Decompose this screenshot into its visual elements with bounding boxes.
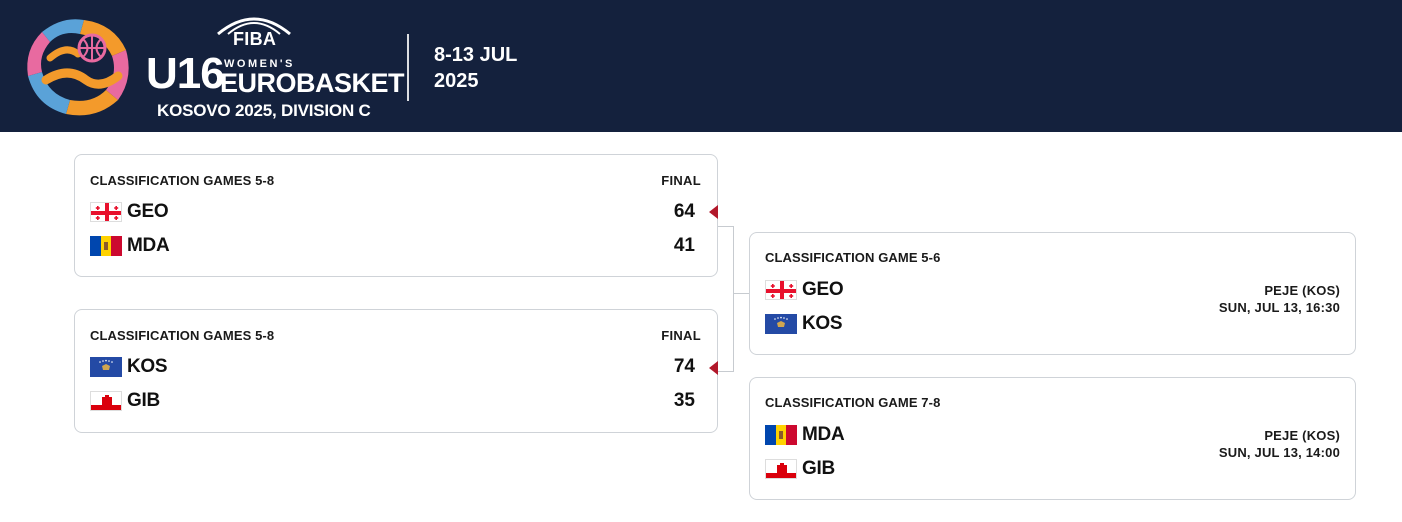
womens-label: WOMEN'S (224, 58, 295, 70)
tournament-logo-icon (27, 19, 129, 116)
team-score: 64 (673, 201, 695, 222)
bracket-connector (733, 293, 749, 294)
gibraltar-flag-icon (90, 391, 122, 411)
event-dates: 8-13 JUL 2025 (434, 42, 517, 94)
game-card[interactable]: CLASSIFICATION GAMES 5-8 FINAL GEO 64 MD… (74, 154, 718, 277)
game-status: FINAL (661, 328, 701, 343)
kosovo-flag-icon (90, 357, 122, 377)
team-score: 35 (673, 390, 695, 411)
team-code: GIB (127, 390, 160, 411)
event-subtitle: KOSOVO 2025, DIVISION C (157, 101, 371, 120)
team-row[interactable]: GEO (90, 201, 169, 223)
winner-arrow-icon (709, 205, 718, 219)
team-code: GEO (802, 279, 844, 300)
event-dates-range: 8-13 JUL (434, 44, 518, 66)
team-row[interactable]: KOS (765, 313, 843, 335)
team-code: KOS (802, 313, 843, 334)
event-name: EUROBASKET (220, 68, 405, 98)
game-card[interactable]: CLASSIFICATION GAME 5-6 GEO KOS PEJE (KO… (749, 232, 1356, 355)
team-code: MDA (127, 235, 170, 256)
age-category: U16 (146, 49, 225, 98)
team-score: 41 (673, 235, 695, 256)
team-code: MDA (802, 424, 845, 445)
header-divider (407, 34, 409, 101)
team-row[interactable]: KOS (90, 356, 168, 378)
winner-arrow-icon (709, 361, 718, 375)
game-status: FINAL (661, 173, 701, 188)
team-code: KOS (127, 356, 168, 377)
gibraltar-flag-icon (765, 459, 797, 479)
bracket-connector (733, 226, 734, 372)
team-code: GEO (127, 201, 169, 222)
georgia-flag-icon (765, 280, 797, 300)
game-venue-time: PEJE (KOS) SUN, JUL 13, 14:00 (1219, 427, 1340, 461)
event-header: FIBA U16 WOMEN'S EUROBASKET KOSOVO 2025,… (0, 0, 1402, 132)
fiba-wordmark: FIBA (233, 29, 277, 49)
game-round: CLASSIFICATION GAMES 5-8 (90, 173, 275, 188)
team-code: GIB (802, 458, 835, 479)
game-round: CLASSIFICATION GAME 7-8 (765, 395, 941, 410)
game-datetime: SUN, JUL 13, 14:00 (1218, 445, 1340, 460)
team-row[interactable]: GIB (765, 458, 835, 480)
game-round: CLASSIFICATION GAME 5-6 (765, 250, 941, 265)
game-card[interactable]: CLASSIFICATION GAMES 5-8 FINAL KOS 74 GI… (74, 309, 718, 433)
team-row[interactable]: MDA (765, 424, 845, 446)
fiba-arc-icon (217, 17, 291, 36)
moldova-flag-icon (765, 425, 797, 445)
kosovo-flag-icon (765, 314, 797, 334)
team-score: 74 (673, 356, 695, 377)
georgia-flag-icon (90, 202, 122, 222)
game-datetime: SUN, JUL 13, 16:30 (1218, 300, 1340, 315)
bracket-connector (718, 226, 733, 227)
game-card[interactable]: CLASSIFICATION GAME 7-8 MDA GIB PEJE (KO… (749, 377, 1356, 500)
game-venue: PEJE (KOS) (1264, 283, 1340, 298)
bracket-connector (718, 371, 733, 372)
team-row[interactable]: GIB (90, 390, 160, 412)
game-round: CLASSIFICATION GAMES 5-8 (90, 328, 275, 343)
event-dates-year: 2025 (434, 70, 479, 92)
game-venue: PEJE (KOS) (1264, 428, 1340, 443)
game-venue-time: PEJE (KOS) SUN, JUL 13, 16:30 (1219, 282, 1340, 316)
team-row[interactable]: MDA (90, 235, 170, 257)
team-row[interactable]: GEO (765, 279, 844, 301)
moldova-flag-icon (90, 236, 122, 256)
